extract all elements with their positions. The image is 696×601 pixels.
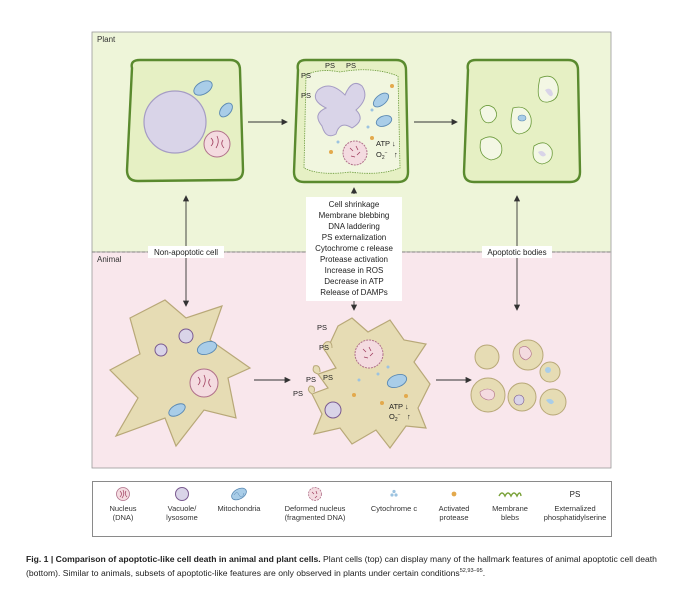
ps-label: PS xyxy=(325,61,335,70)
nucleus-icon xyxy=(189,368,219,398)
ps-label: PS xyxy=(319,343,329,352)
feature-item: Increase in ROS xyxy=(325,266,384,275)
nucleus-icon xyxy=(203,130,231,158)
feature-item: Cell shrinkage xyxy=(329,200,380,209)
svg-text:PS: PS xyxy=(570,490,581,499)
mitochondria-icon xyxy=(168,403,186,417)
atp-down-arrow: ↓ xyxy=(392,139,396,148)
mitochondria-icon xyxy=(386,373,408,389)
animal-cell-apoptotic: PS PS PS PS PS ATP ↓ O2− ↑ xyxy=(293,317,431,449)
ps-label: PS xyxy=(323,373,333,382)
legend-label: protease xyxy=(439,513,469,522)
animal-apoptotic-bodies xyxy=(470,339,567,416)
nucleus-icon xyxy=(99,486,147,502)
caption-title: Fig. 1 | Comparison of apoptotic-like ce… xyxy=(26,554,321,564)
plant-cell-apoptotic: PS PS PS PS ATP ↓ O2− ↑ xyxy=(292,58,410,184)
o2-up-arrow: ↑ xyxy=(394,150,398,159)
legend-label: (fragmented DNA) xyxy=(284,513,346,522)
o2-label: O2− xyxy=(389,412,401,423)
mitochondria-icon xyxy=(196,340,218,356)
legend-label: Mitochondria xyxy=(217,504,261,513)
apoptotic-bodies-label: Apoptotic bodies xyxy=(487,248,546,257)
ps-label: PS xyxy=(317,323,327,332)
ps-label: PS xyxy=(306,375,316,384)
mitochondria-icon xyxy=(375,115,393,127)
mitochondria-icon xyxy=(219,102,233,118)
caption-text: Plant cells (top) can display many of th… xyxy=(26,554,657,578)
o2-up-arrow: ↑ xyxy=(407,412,411,421)
caption-refs: 52,93–95 xyxy=(459,568,483,574)
legend-label: Nucleus xyxy=(109,504,137,513)
atp-label: ATP xyxy=(389,402,403,411)
figure-caption: Fig. 1 | Comparison of apoptotic-like ce… xyxy=(26,553,676,579)
deformed-nucleus-icon xyxy=(342,140,368,166)
legend-label: phosphatidylserine xyxy=(543,513,607,522)
vacuole-icon xyxy=(178,328,194,344)
legend-label: Cytochrome c xyxy=(370,504,418,513)
ps-label: PS xyxy=(301,91,311,100)
ps-label: PS xyxy=(293,389,303,398)
legend-label: Externalized xyxy=(554,504,596,513)
non-apoptotic-label: Non-apoptotic cell xyxy=(154,248,218,257)
legend-label: Membrane xyxy=(492,504,528,513)
mitochondria-icon xyxy=(193,80,213,96)
feature-item: Protease activation xyxy=(320,255,388,264)
o2-label: O2− xyxy=(376,150,388,161)
ps-text-icon: PS xyxy=(541,486,609,502)
atp-down-arrow: ↓ xyxy=(405,402,409,411)
vacuole-icon xyxy=(157,486,207,502)
vacuole-icon xyxy=(154,343,168,357)
membrane-bleb-icon xyxy=(487,486,533,502)
vacuole xyxy=(143,90,207,154)
deformed-vacuole xyxy=(314,83,366,137)
legend-label: Vacuole/ xyxy=(167,504,197,513)
feature-item: PS externalization xyxy=(322,233,386,242)
plant-cell-healthy xyxy=(125,58,245,183)
legend-item: Nucleus(DNA) xyxy=(99,486,147,522)
feature-item: DNA laddering xyxy=(328,222,380,231)
caption-end: . xyxy=(482,567,486,578)
deformed-nucleus-icon xyxy=(354,339,384,369)
ps-label: PS xyxy=(301,71,311,80)
plant-apoptotic-bodies xyxy=(462,58,582,184)
legend-label: blebs xyxy=(501,513,519,522)
figure-diagram: Plant Animal PS PS PS PS ATP ↓ O2− ↑ xyxy=(91,31,612,469)
vacuole-icon xyxy=(324,401,342,419)
legend-item: Cytochrome c xyxy=(363,486,425,513)
mitochondria-icon xyxy=(209,486,269,502)
deformed-nucleus-icon xyxy=(273,486,357,502)
legend-label: Deformed nucleus xyxy=(284,504,346,513)
feature-item: Release of DAMPs xyxy=(320,288,388,297)
legend-label: Activated xyxy=(438,504,470,513)
legend-item: Mitochondria xyxy=(209,486,269,513)
ps-label: PS xyxy=(346,61,356,70)
mitochondria-icon xyxy=(372,92,390,108)
protease-icon xyxy=(427,486,481,502)
feature-item: Decrease in ATP xyxy=(324,277,383,286)
legend-item: Deformed nucleus(fragmented DNA) xyxy=(273,486,357,522)
legend-item: Vacuole/lysosome xyxy=(157,486,207,522)
animal-label: Animal xyxy=(97,255,122,264)
legend-label: (DNA) xyxy=(112,513,134,522)
feature-item: Membrane blebbing xyxy=(319,211,390,220)
legend-label: lysosome xyxy=(166,513,198,522)
cytochrome-icon xyxy=(363,486,425,502)
animal-cell-healthy xyxy=(109,299,252,448)
plant-label: Plant xyxy=(97,35,116,44)
atp-label: ATP xyxy=(376,139,390,148)
feature-item: Cytochrome c release xyxy=(315,244,393,253)
